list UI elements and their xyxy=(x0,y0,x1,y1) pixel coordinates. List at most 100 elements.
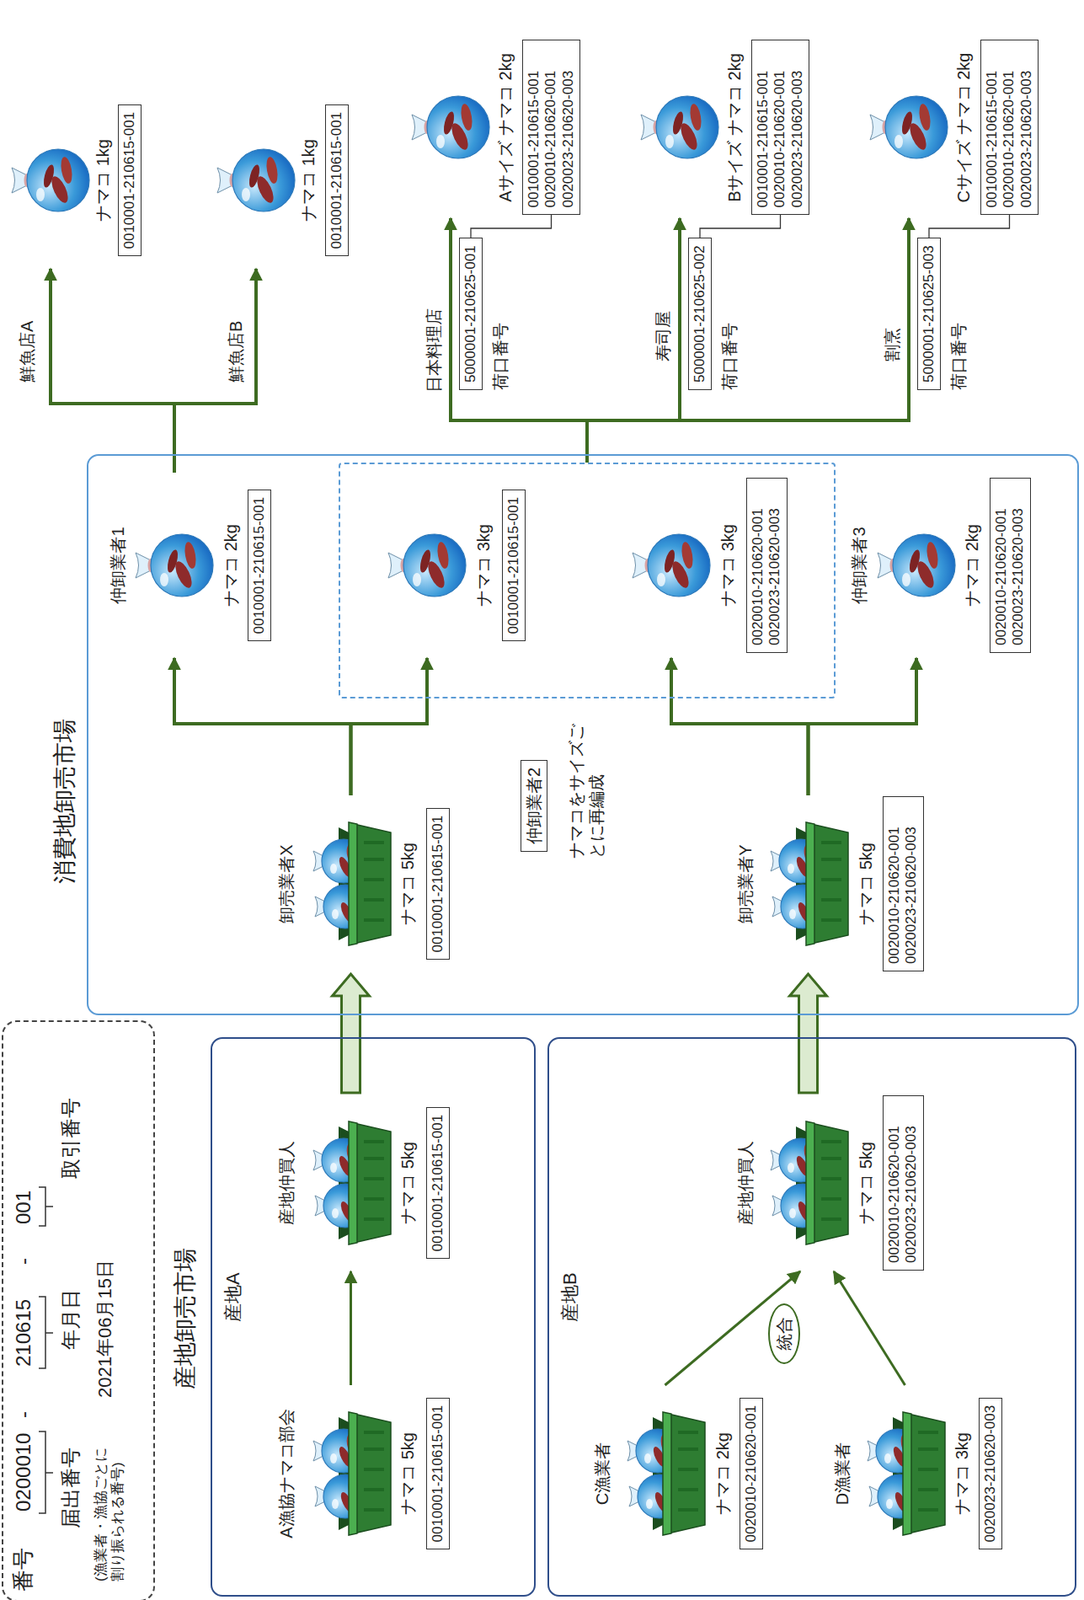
node-text: ナマコ 5kg xyxy=(855,1094,876,1271)
leader-line xyxy=(470,214,552,238)
graphic-part xyxy=(363,1141,385,1219)
node-text: ナマコ 2kg xyxy=(220,472,241,658)
graphic-part xyxy=(26,149,90,212)
graphic-part xyxy=(859,1409,948,1537)
crate-icon xyxy=(762,820,855,947)
graphic-part xyxy=(304,1119,394,1246)
node-text: Cサイズ ナマコ 2kg xyxy=(953,37,974,219)
crate-icon xyxy=(762,1119,855,1246)
node-text: 産地仲買人 xyxy=(276,1094,297,1271)
node-text: 鮮魚店A xyxy=(16,320,38,383)
group-box: 仲卸業者2ナマコをサイズごとに再編成ナマコ 3kg0010001-210615-… xyxy=(338,462,836,699)
graphic-part xyxy=(647,533,711,597)
node-text: ナマコ 2kg xyxy=(712,1384,733,1562)
graphic-part xyxy=(806,822,815,946)
graphic-part xyxy=(806,1121,815,1245)
node-text: 荷口番号 xyxy=(719,322,740,390)
actor-node: 卸売業者Xナマコ 5kg0010001-210615-001 xyxy=(273,795,452,972)
node-text: 鮮魚店B xyxy=(225,320,246,383)
graphic-part xyxy=(811,823,849,944)
node-text: 0010001-210615-001 xyxy=(121,112,139,250)
graphic-part xyxy=(264,155,279,185)
lot-box: 5000001-210625-002荷口番号 xyxy=(688,237,712,390)
graphic-part xyxy=(363,842,385,920)
graphic-part xyxy=(406,81,492,175)
section-label: 産地卸売市場 xyxy=(170,1247,200,1389)
node-text: 産地B xyxy=(559,1271,582,1322)
graphic-part xyxy=(412,572,422,587)
flow-arrow xyxy=(833,1270,906,1385)
node-text: ナマコ 5kg xyxy=(397,795,418,972)
graphic-part xyxy=(331,1207,339,1218)
node-text: 卸売業者Y xyxy=(735,795,756,972)
node-text: 0020010-210620-001 0020023-210620-003 xyxy=(993,485,1028,646)
graphic-part xyxy=(656,96,719,160)
bag-icon xyxy=(6,133,95,227)
node-text: 消費地卸売市場 xyxy=(50,718,80,884)
node-text: 日本料理店 xyxy=(423,308,444,393)
graphic-part xyxy=(232,149,295,212)
node-text: ナマコ 1kg xyxy=(92,91,113,269)
node-text: ナマコ 3kg xyxy=(473,472,494,658)
graphic-part xyxy=(241,187,251,202)
graphic-part xyxy=(150,533,214,597)
node-text: 0010001-210615-001 0020010-210620-001 00… xyxy=(983,48,1036,209)
flow-arrow xyxy=(671,657,809,796)
node-text: 5000001-210625-001 xyxy=(462,245,480,383)
graphic-part xyxy=(331,1498,339,1509)
node-text: 仲卸業者3 xyxy=(849,472,870,658)
flow-arrow xyxy=(349,1270,353,1385)
bracket xyxy=(38,1186,54,1513)
id-box: 0010001-210615-001 0020010-210620-001 00… xyxy=(751,40,810,216)
id-box: 0010001-210615-001 xyxy=(117,104,142,257)
node-text: 0010001-210615-001 xyxy=(250,496,268,635)
lot-box: 5000001-210625-001荷口番号 xyxy=(459,237,483,390)
graphic-part xyxy=(884,1452,892,1464)
flow-arrow xyxy=(808,657,918,796)
graphic-part xyxy=(865,81,950,175)
graphic-part xyxy=(304,820,394,947)
graphic-part xyxy=(36,187,45,202)
graphic-part xyxy=(821,1141,842,1219)
actor-node: 鮮魚店Aナマコ 1kg0010001-210615-001 xyxy=(5,91,144,269)
actor-node: A漁協ナマコ部会ナマコ 5kg0010001-210615-001 xyxy=(273,1384,452,1562)
node-text: 0010001-210615-001 xyxy=(429,1114,447,1252)
graphic-part xyxy=(787,863,795,874)
actor-node: D漁業者ナマコ 3kg0020023-210620-003 xyxy=(829,1384,1004,1562)
id-box: 0020023-210620-003 xyxy=(978,1397,1003,1550)
graphic-part xyxy=(821,842,842,920)
actor-node: 仲卸業者1ナマコ 2kg0010001-210615-001 xyxy=(105,472,273,658)
graphic-part xyxy=(924,540,940,570)
flow-arrow xyxy=(332,973,370,1093)
flow-arrow xyxy=(665,1270,801,1385)
node-text: 統合 xyxy=(774,1316,795,1351)
flow-arrow xyxy=(587,218,680,463)
graphic-part xyxy=(330,1452,337,1464)
region-box: 消費地卸売市場卸売業者Xナマコ 5kg0010001-210615-001卸売業… xyxy=(86,453,1079,1015)
graphic-part xyxy=(885,96,948,160)
node-text: - xyxy=(11,1257,37,1265)
node-text: 0010001-210615-001 xyxy=(429,1404,447,1543)
crate-icon xyxy=(859,1409,951,1537)
node-text: 届出番号 xyxy=(58,1447,84,1528)
id-box: 0020010-210620-001 0020023-210620-003 xyxy=(882,795,924,972)
node-text: 寿司屋 xyxy=(652,310,673,362)
graphic-part xyxy=(353,1122,391,1243)
actor-node: 寿司屋Bサイズ ナマコ 2kg0010001-210615-001 002001… xyxy=(633,37,812,219)
graphic-part xyxy=(665,135,674,150)
graphic-part xyxy=(902,1411,912,1535)
flow-arrow xyxy=(351,657,428,796)
actor-node: 産地仲買人ナマコ 5kg0020010-210620-001 0020023-2… xyxy=(732,1094,926,1271)
graphic-part xyxy=(182,540,198,570)
graphic-part xyxy=(667,1413,705,1533)
graphic-part xyxy=(435,540,450,570)
node-text: 001 xyxy=(11,1190,37,1224)
id-box: 0020010-210620-001 0020023-210620-003 xyxy=(989,477,1031,653)
graphic-part xyxy=(331,908,339,919)
node-text: 年月日 xyxy=(58,1288,84,1350)
graphic-part xyxy=(644,1452,652,1464)
node-text: 5000001-210625-002 xyxy=(691,245,709,383)
flow-arrow xyxy=(174,657,352,796)
legend-box: 番号0200010-210615-001届出番号(漁業者・漁協ごとに 割り振られ… xyxy=(1,1019,155,1600)
